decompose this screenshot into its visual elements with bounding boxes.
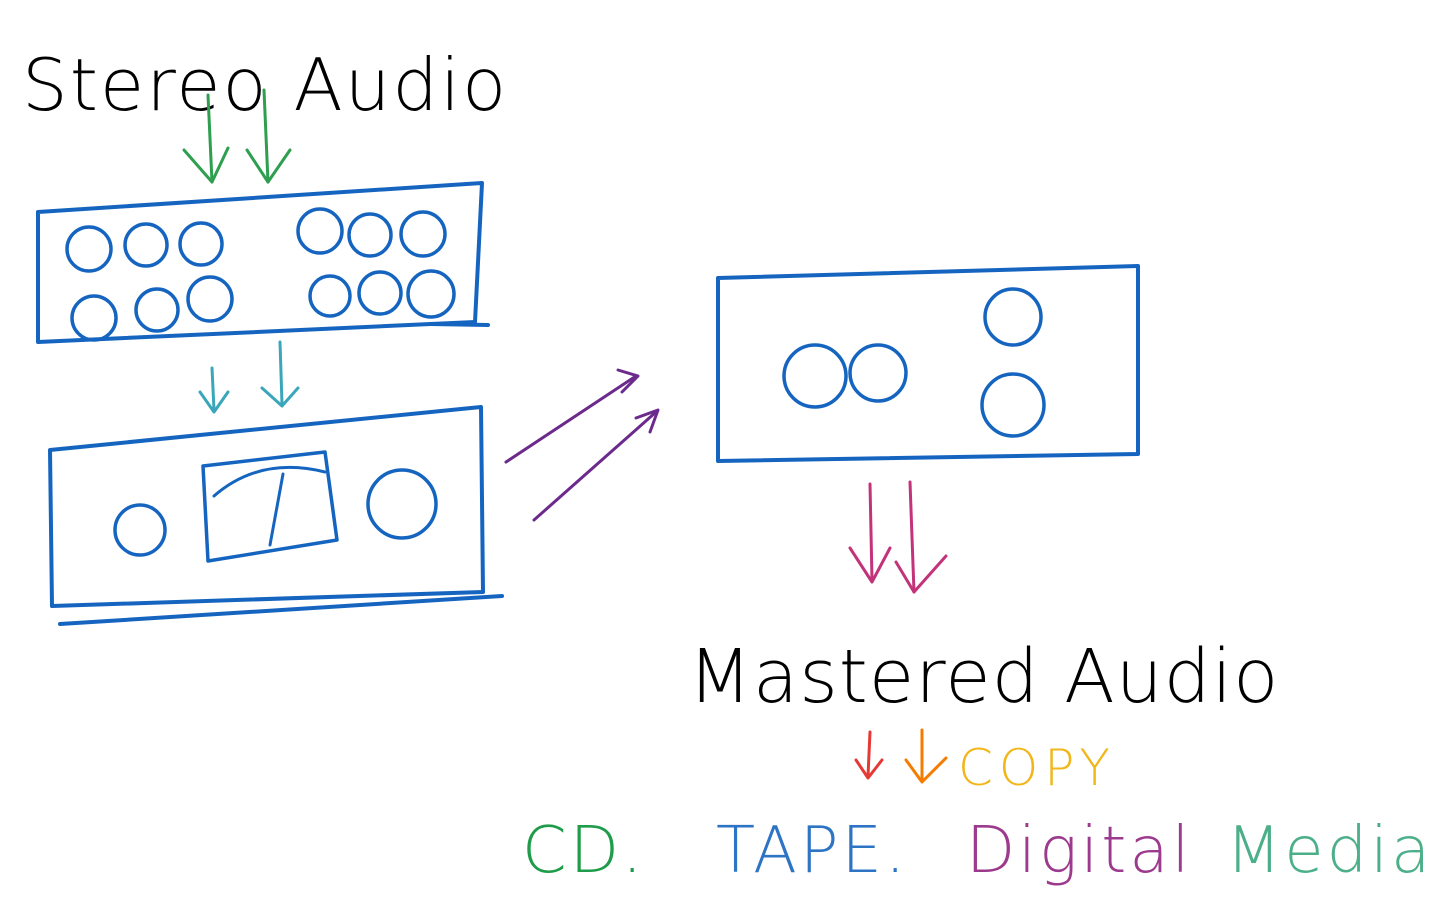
arrow-shaft-left	[206, 93, 214, 184]
knob	[296, 207, 344, 255]
arrow-head-upper	[616, 368, 640, 394]
arrow-shaft-lower	[532, 410, 658, 522]
knob	[406, 269, 456, 319]
knob	[357, 270, 403, 316]
knob	[186, 275, 234, 323]
knob	[178, 221, 224, 267]
knob	[983, 287, 1043, 347]
mastered-audio-label: Mastered Audio	[688, 634, 1279, 720]
knob	[366, 468, 438, 540]
mixer-knobs	[65, 207, 456, 342]
arrow-shaft-right	[262, 88, 270, 184]
mastering-device	[716, 264, 1140, 463]
processor-box	[48, 405, 485, 608]
knob	[123, 222, 169, 268]
knob	[70, 294, 118, 342]
mixer-shelf-line	[428, 322, 490, 327]
arrow-head-right	[904, 756, 948, 784]
knob	[848, 343, 908, 403]
knob	[399, 210, 447, 258]
meter-needle	[268, 472, 285, 547]
arrow-shaft-right	[278, 340, 284, 406]
knob	[347, 212, 393, 258]
knob	[308, 274, 352, 318]
knob	[134, 287, 180, 333]
knob	[65, 225, 113, 273]
mastering-box	[716, 264, 1140, 463]
meter-arc	[212, 466, 327, 498]
arrows-into-mastering	[504, 368, 660, 522]
tape-label: TAPE.	[716, 814, 908, 888]
copy-arrows	[854, 728, 948, 784]
mixer-box	[36, 181, 484, 344]
arrow-head-left	[848, 546, 892, 584]
arrow-head-lower	[634, 408, 660, 434]
arrow-shaft-upper	[504, 374, 638, 464]
arrows-to-mastered-audio	[848, 480, 948, 594]
arrow-shaft-left	[866, 730, 872, 778]
mixer-device	[36, 181, 490, 344]
arrow-shaft-left	[868, 482, 874, 582]
meter-window	[201, 450, 339, 563]
knob	[782, 343, 848, 409]
media-label: Media	[1226, 814, 1433, 888]
knob	[980, 372, 1046, 438]
arrow-head-right	[260, 386, 300, 408]
arrows-into-mixer	[182, 88, 292, 184]
knob	[113, 503, 167, 557]
copy-label: COPY	[958, 739, 1116, 797]
cd-label: CD.	[522, 814, 645, 888]
arrow-head-right	[894, 554, 948, 594]
arrow-head-left	[182, 146, 230, 184]
arrow-head-left	[854, 758, 884, 780]
arrows-mixer-to-processor	[198, 340, 300, 414]
processor-device	[48, 405, 504, 626]
digital-label: Digital	[966, 814, 1192, 888]
arrow-head-left	[198, 390, 230, 414]
arrow-head-right	[245, 148, 292, 184]
arrow-shaft-right	[908, 480, 916, 594]
processor-shelf-line	[58, 594, 504, 626]
arrow-shaft-left	[210, 366, 216, 412]
